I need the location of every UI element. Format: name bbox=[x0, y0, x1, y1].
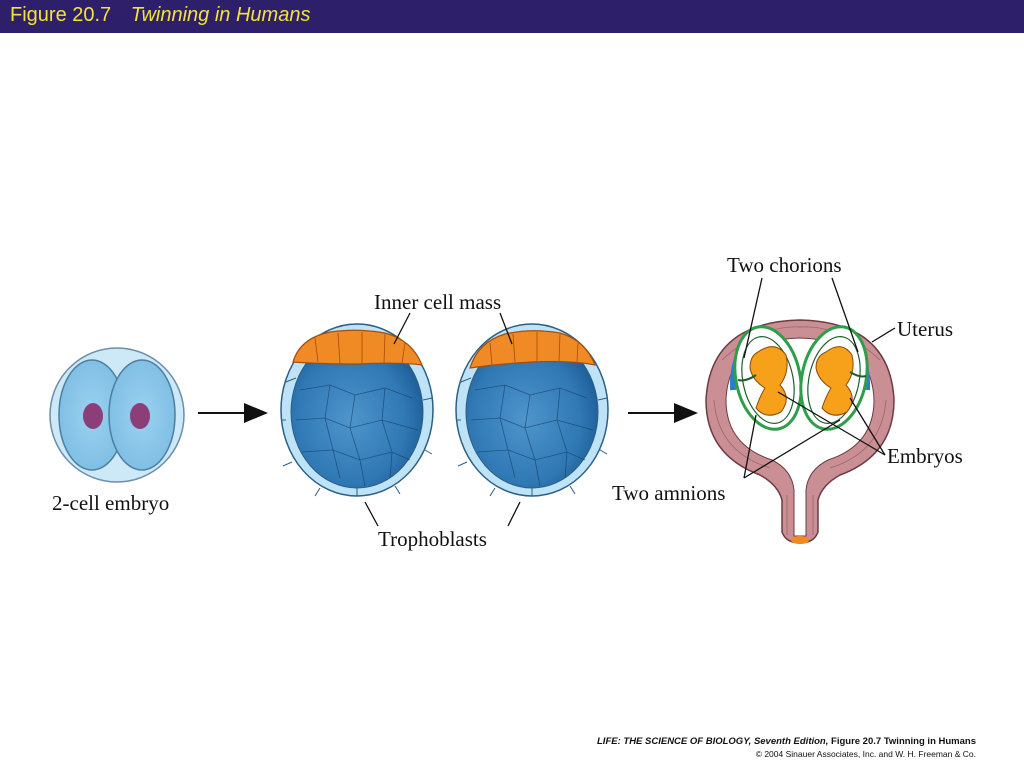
label-trophoblasts: Trophoblasts bbox=[378, 527, 487, 551]
title-bar: Figure 20.7 Twinning in Humans bbox=[0, 0, 1024, 33]
cervix-plug bbox=[791, 536, 809, 544]
leader-embryos-left bbox=[777, 391, 886, 456]
label-embryos: Embryos bbox=[887, 444, 963, 468]
uterus-with-twins bbox=[705, 319, 895, 544]
embryo-left bbox=[749, 346, 788, 416]
book-title: LIFE: THE SCIENCE OF BIOLOGY, Seventh Ed… bbox=[597, 736, 829, 747]
nucleus-left bbox=[83, 403, 103, 429]
leader-embryos-right bbox=[849, 397, 886, 456]
embryo-right bbox=[815, 346, 854, 416]
figure-name: Twinning in Humans bbox=[130, 4, 311, 26]
amnion-right bbox=[807, 336, 861, 424]
leader-trophoblasts-left bbox=[364, 501, 379, 527]
copyright-line: © 2004 Sinauer Associates, Inc. and W. H… bbox=[755, 749, 976, 759]
blastocyst-left bbox=[280, 323, 434, 497]
leader-inner-cell-mass-right bbox=[499, 312, 513, 345]
label-inner-cell-mass: Inner cell mass bbox=[374, 290, 501, 314]
umbilical-cord-right bbox=[849, 371, 867, 378]
figure-title: Figure 20.7 Twinning in Humans bbox=[10, 4, 310, 27]
two-cell-embryo bbox=[49, 347, 185, 483]
label-2-cell-embryo: 2-cell embryo bbox=[52, 491, 169, 515]
figure-number: Figure 20.7 bbox=[10, 4, 112, 26]
umbilical-cord-left bbox=[737, 374, 757, 382]
credit-line-1: LIFE: THE SCIENCE OF BIOLOGY, Seventh Ed… bbox=[597, 736, 976, 748]
label-two-chorions: Two chorions bbox=[727, 253, 842, 277]
leader-two-amnions-right bbox=[743, 419, 841, 479]
label-two-amnions: Two amnions bbox=[612, 481, 725, 505]
figure-reference: Figure 20.7 Twinning in Humans bbox=[831, 736, 976, 747]
inner-cell-mass bbox=[292, 329, 423, 366]
leader-two-chorions-left bbox=[743, 277, 763, 359]
blastocyst-right bbox=[455, 323, 609, 497]
inner-cell-mass bbox=[469, 330, 596, 369]
leader-two-amnions-left bbox=[743, 414, 757, 479]
leader-two-chorions-right bbox=[831, 277, 859, 353]
leader-uterus bbox=[871, 327, 896, 343]
leader-inner-cell-mass-left bbox=[393, 312, 411, 345]
label-uterus: Uterus bbox=[897, 317, 953, 341]
figure-credit: LIFE: THE SCIENCE OF BIOLOGY, Seventh Ed… bbox=[597, 736, 976, 760]
leader-trophoblasts-right bbox=[507, 501, 521, 527]
amnion-left bbox=[741, 336, 795, 424]
nucleus-right bbox=[130, 403, 150, 429]
